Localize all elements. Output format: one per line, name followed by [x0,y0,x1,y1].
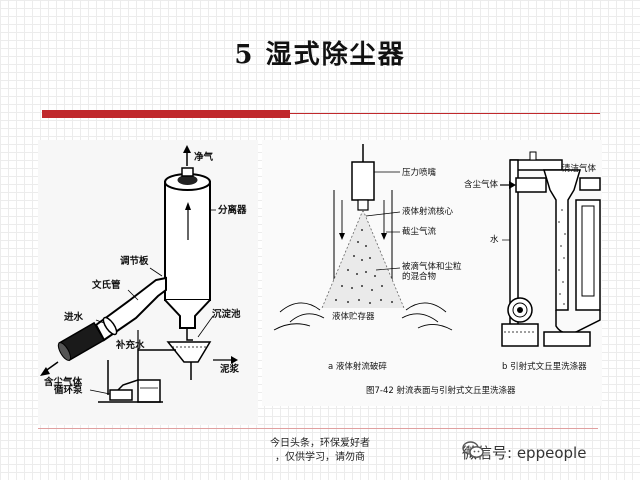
label-liquid-tank: 液体贮存器 [332,312,375,322]
label-circulation-pump: 循环泵 [54,385,83,396]
wechat-id: 微信号: eppeople [462,443,587,462]
label-clean-gas-b: 清洁气体 [562,164,597,174]
caption-b: b 引射式文丘里洗涤器 [502,362,587,372]
wechat-watermark: 微信号: eppeople [462,441,586,463]
figure-caption: 图7-42 射流表面与引射式文丘里洗涤器 [366,386,516,396]
ejector-venturi-diagram: 压力喷嘴 液体射流核心 截尘气流 被滴气体和尘粒 的混合物 液体贮存器 a 液体… [262,140,602,406]
label-settling-tank: 沉淀池 [212,309,241,320]
caption-a: a 液体射流破碎 [328,362,387,372]
venturi-scrubber-drawing [40,145,238,403]
label-slurry: 泥浆 [220,364,240,375]
title-rule [290,113,600,114]
label-venturi-tube: 文氏管 [92,280,121,291]
footer-line-1: 今日头条，环保爱好者 [270,438,370,449]
label-makeup-water: 补充水 [116,340,145,351]
label-separator: 分离器 [218,205,247,216]
label-pressure-nozzle: 压力喷嘴 [402,168,437,178]
label-water-inlet: 进水 [64,312,84,323]
venturi-scrubber-diagram: 净气 分离器 调节板 文氏管 进水 沉淀池 补充水 含尘气体 泥浆 循环泵 [38,140,258,425]
title-accent-bar [42,110,290,118]
slide-title: 5 湿式除尘器 [234,40,406,70]
ejector-venturi-drawing [273,144,601,347]
label-water: 水 [490,235,499,245]
label-mixture: 被滴气体和尘粒 [402,262,462,272]
label-dusty-airflow: 截尘气流 [402,227,437,237]
footer-line-2: ，仅供学习，请勿商 [275,452,365,463]
label-mixture-line2: 的混合物 [402,272,437,282]
wechat-icon [462,441,484,458]
footer-notice: 今日头条，环保爱好者 ，仅供学习，请勿商 [240,437,400,465]
label-dusty-gas: 含尘气体 [44,377,83,388]
footer-rule [38,428,598,429]
label-dusty-gas-b: 含尘气体 [464,180,499,190]
label-liquid-jet-core: 液体射流核心 [402,207,454,217]
label-regulating-plate: 调节板 [120,256,149,267]
label-clean-gas: 净气 [194,152,214,163]
